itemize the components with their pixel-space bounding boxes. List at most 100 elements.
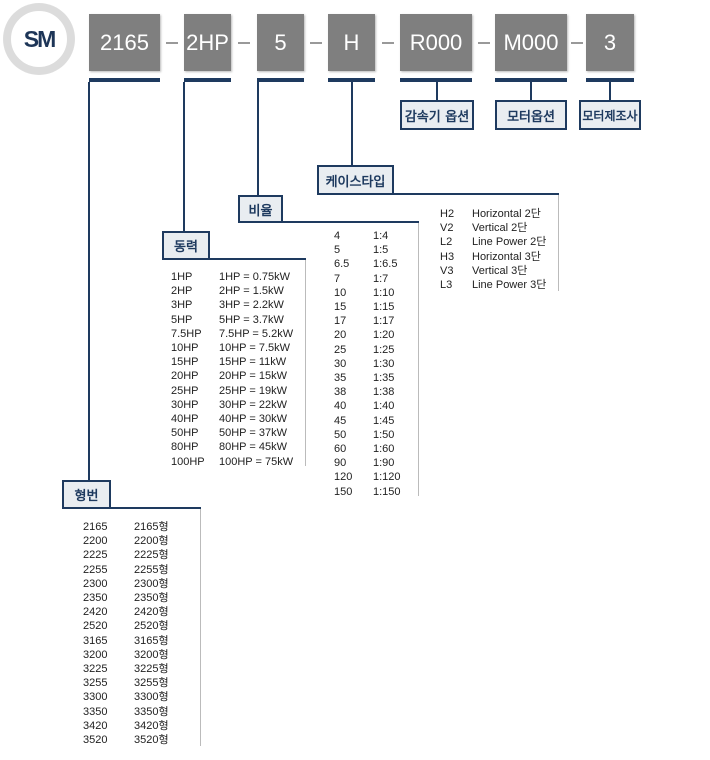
code-case-type: H bbox=[328, 14, 375, 71]
description: 1:15 bbox=[373, 301, 395, 314]
code-motor-option: M000 bbox=[495, 14, 567, 71]
description: 1:60 bbox=[373, 443, 395, 456]
description: 1HP = 0.75kW bbox=[219, 271, 291, 283]
code-value: 3225 bbox=[83, 663, 108, 676]
code-value: 40 bbox=[334, 400, 347, 413]
description: Vertical 2단 bbox=[472, 222, 528, 235]
code-value: 17 bbox=[334, 315, 347, 328]
code-value: 25HP bbox=[171, 384, 199, 397]
section-line bbox=[110, 507, 201, 509]
code-value: L2 bbox=[440, 236, 453, 249]
ratio-row: 17 1:17 bbox=[334, 314, 401, 328]
frame-row: 3165 3165형 bbox=[83, 634, 169, 648]
code-value: 25 bbox=[334, 343, 347, 356]
description: 3300형 bbox=[134, 691, 169, 704]
code-reducer-option: R000 bbox=[400, 14, 472, 71]
code-value: 3165 bbox=[83, 634, 108, 647]
dash bbox=[238, 42, 250, 44]
description: 1:6.5 bbox=[373, 258, 398, 271]
description: 2225형 bbox=[134, 549, 169, 562]
code-value: 4 bbox=[334, 230, 341, 242]
description: Line Power 2단 bbox=[472, 236, 547, 249]
description: 1:38 bbox=[373, 386, 395, 399]
description: 3165형 bbox=[134, 634, 169, 647]
description: 1:150 bbox=[373, 485, 401, 498]
description: 1:17 bbox=[373, 315, 395, 328]
code-value: 3200 bbox=[83, 648, 108, 661]
code-value: 6.5 bbox=[334, 258, 350, 271]
code-value: 2350 bbox=[83, 592, 108, 605]
description: 1:40 bbox=[373, 400, 395, 413]
section-border bbox=[558, 195, 559, 291]
code-value: 80HP bbox=[171, 441, 199, 454]
description: 2520형 bbox=[134, 620, 169, 633]
description: 1:35 bbox=[373, 372, 395, 385]
description: 1:30 bbox=[373, 357, 395, 370]
code-value: H2 bbox=[440, 208, 455, 220]
underline bbox=[328, 78, 375, 82]
code-value: 7.5HP bbox=[171, 327, 202, 340]
section-line bbox=[282, 221, 419, 223]
description: 1:90 bbox=[373, 457, 395, 470]
code-value: 2520 bbox=[83, 620, 108, 633]
description: Horizontal 3단 bbox=[472, 250, 541, 263]
underline bbox=[184, 78, 231, 82]
code-value: 3HP bbox=[171, 299, 193, 312]
description: 100HP = 75kW bbox=[219, 455, 294, 468]
code-value: 15 bbox=[334, 301, 347, 314]
code-value: 3520 bbox=[83, 734, 108, 747]
code-value: 20 bbox=[334, 329, 347, 342]
connector bbox=[257, 82, 259, 196]
description: 15HP = 11kW bbox=[219, 356, 287, 369]
description: 20HP = 15kW bbox=[219, 370, 287, 383]
code-value: 50HP bbox=[171, 427, 199, 440]
code-value: 20HP bbox=[171, 370, 199, 383]
ratio-row: 40 1:40 bbox=[334, 399, 401, 413]
description: 10HP = 7.5kW bbox=[219, 342, 291, 355]
case_type-row: V3 Vertical 3단 bbox=[440, 264, 546, 278]
code-value: 3255 bbox=[83, 677, 108, 690]
code-value: 30HP bbox=[171, 398, 199, 411]
code-value: 60 bbox=[334, 443, 347, 456]
description: Vertical 3단 bbox=[472, 264, 528, 277]
description: 7.5HP = 5.2kW bbox=[219, 327, 294, 340]
code-value: 120 bbox=[334, 471, 353, 484]
section-line bbox=[209, 258, 306, 260]
description: 1:25 bbox=[373, 343, 395, 356]
description: 25HP = 19kW bbox=[219, 384, 287, 397]
connector bbox=[183, 82, 185, 232]
connector bbox=[609, 82, 611, 101]
power-row: 20HP 20HP = 15kW bbox=[171, 369, 293, 383]
connector bbox=[351, 82, 353, 166]
code-value: V3 bbox=[440, 264, 454, 277]
description: 3420형 bbox=[134, 719, 169, 732]
code-value: 10HP bbox=[171, 342, 199, 355]
ratio-label: 비율 bbox=[238, 195, 283, 223]
description: 2350형 bbox=[134, 592, 169, 605]
motor-maker-label: 모터제조사 bbox=[579, 100, 641, 130]
code-value: 10 bbox=[334, 286, 347, 299]
motor-option-label: 모터옵션 bbox=[495, 100, 567, 130]
